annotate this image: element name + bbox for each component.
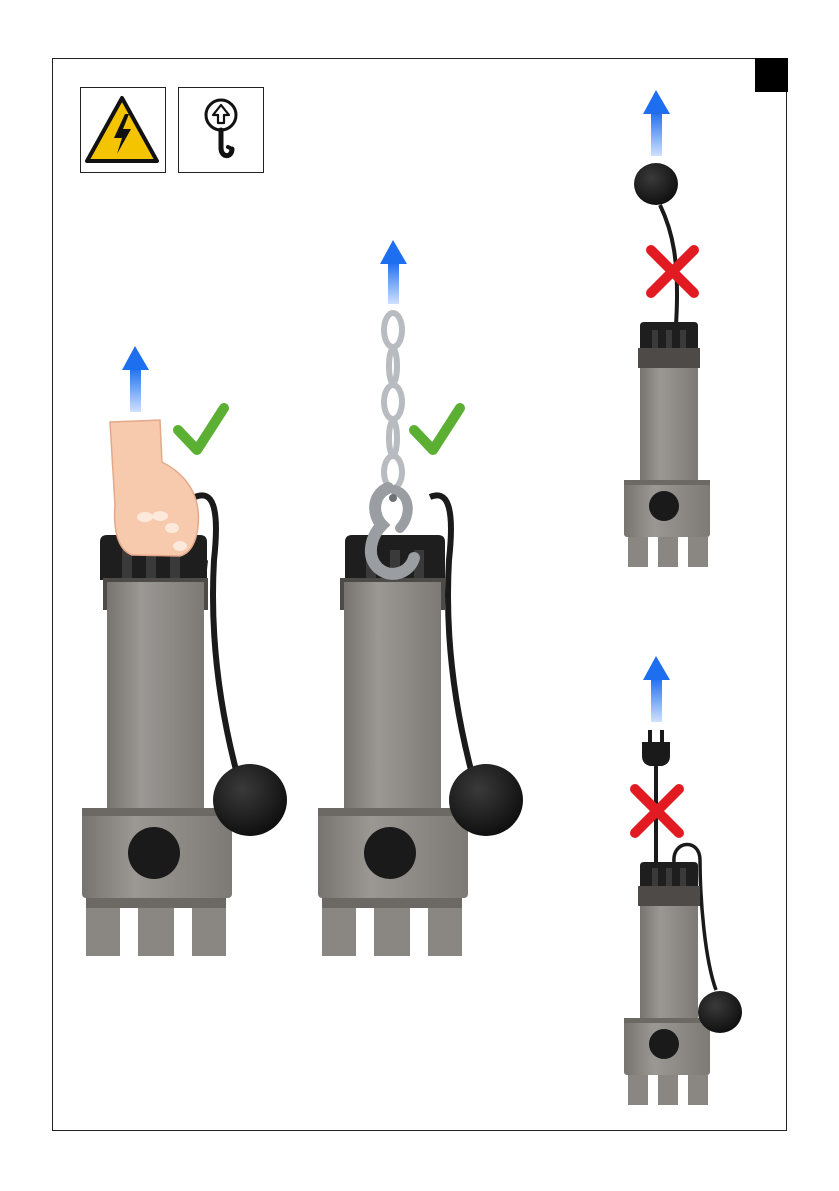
float-switch-icon [634,163,678,205]
scene-lift-by-hand [82,346,287,956]
pump-small [624,322,710,567]
scene-lift-by-chain [318,240,523,956]
check-icon [178,408,224,450]
pump-small [624,862,742,1105]
cross-icon [651,250,694,293]
scene-lift-by-power-cable [624,656,742,1105]
chain-icon [384,313,402,488]
scene-lift-by-float-cable [624,90,710,567]
float-switch-icon [698,991,742,1033]
pump-large [318,495,523,956]
lift-arrow-icon [122,346,149,412]
lift-arrow-icon [643,656,670,722]
lift-arrow-icon [643,90,670,156]
plug-icon [642,730,670,766]
lift-arrow-icon [380,240,407,304]
pump-large [82,495,287,956]
check-icon [414,408,460,450]
